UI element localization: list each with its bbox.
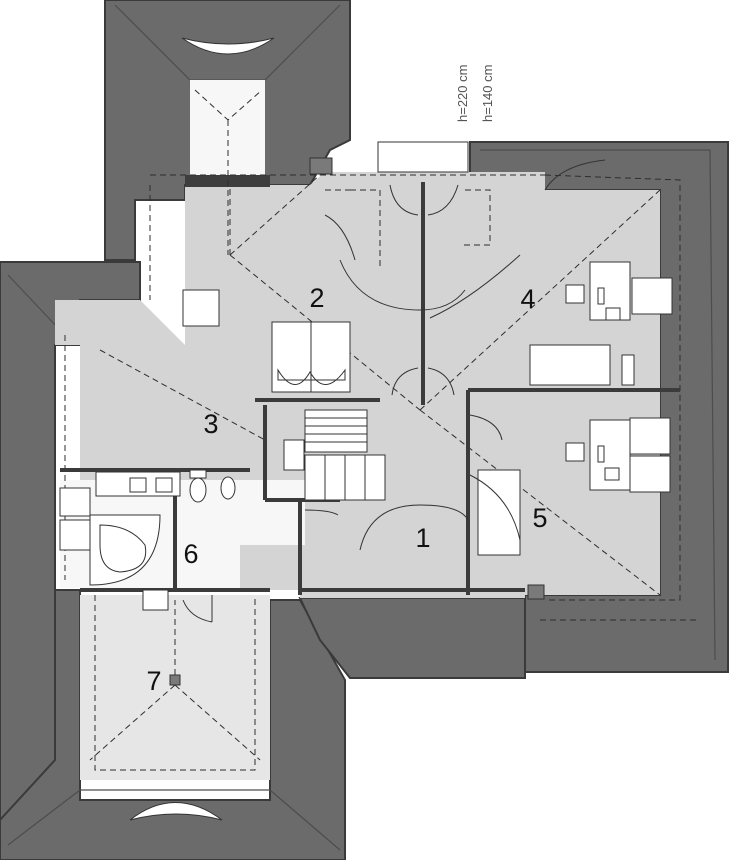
room-3-label: 3: [203, 409, 218, 439]
staircase: [283, 409, 386, 501]
room-labels: 1 2 3 4 5 6 7: [146, 283, 547, 696]
room-5-label: 5: [532, 503, 547, 533]
height-note-140: h=140 cm: [480, 65, 495, 122]
walls: [60, 157, 680, 686]
doors: [182, 159, 606, 623]
room-2-label: 2: [309, 283, 324, 313]
room-6-label: 6: [183, 539, 198, 569]
room-4-label: 4: [520, 284, 535, 314]
furniture: [59, 261, 673, 611]
room-7-label: 7: [146, 666, 161, 696]
room-1-label: 1: [415, 523, 430, 553]
height-notes: h=220 cm h=140 cm: [455, 65, 495, 122]
height-note-220: h=220 cm: [455, 65, 470, 122]
